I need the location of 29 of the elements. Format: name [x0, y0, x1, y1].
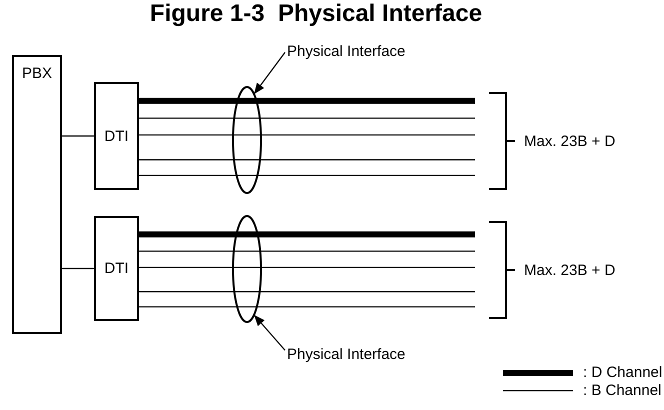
channel-line [139, 291, 475, 292]
interface-ellipse [232, 215, 262, 323]
box-label: DTI [104, 128, 129, 144]
connector-line [62, 268, 94, 270]
callout-text: Physical Interface [285, 346, 406, 363]
leader-line [254, 52, 286, 94]
dti-box [94, 82, 139, 190]
box-label: DTI [104, 260, 129, 277]
channel-line [139, 174, 475, 176]
interface-ellipse [232, 86, 262, 194]
channel-line [139, 266, 475, 268]
box-label: PBX [22, 65, 52, 82]
channel-line [139, 118, 475, 119]
bracket-label: Max. 23B + D [524, 133, 616, 150]
legend-text: : B Channel [583, 382, 662, 399]
pbx-box [12, 55, 62, 334]
channel-line [139, 250, 475, 252]
channel-line [139, 231, 475, 238]
channel-line [139, 306, 475, 308]
legend-text: : D Channel [583, 364, 662, 381]
channel-line [139, 134, 475, 136]
dti-box [94, 216, 139, 321]
connector-line [62, 135, 94, 137]
leader-line [254, 314, 286, 351]
callout-text: Physical Interface [285, 43, 406, 60]
bracket-label: Max. 23B + D [524, 262, 616, 279]
channel-line [139, 98, 475, 104]
channel-line [139, 159, 475, 160]
figure-title: Figure 1-3 Physical Interface [150, 0, 482, 28]
